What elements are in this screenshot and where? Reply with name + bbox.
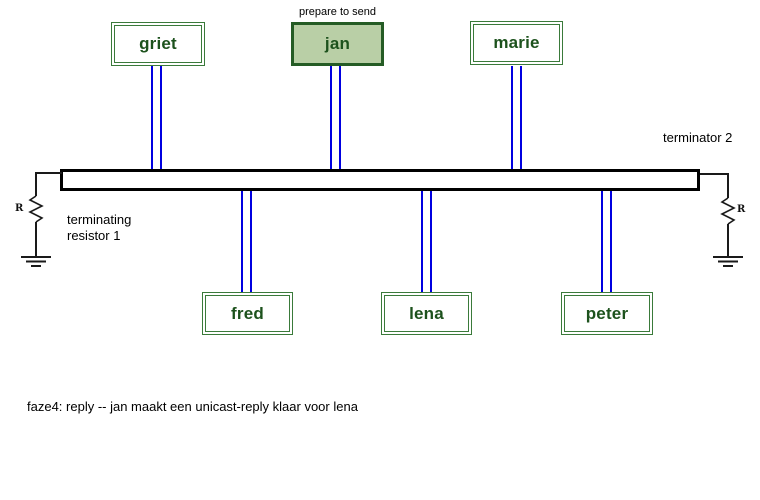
terminating-resistor-1-label: terminating resistor 1 [67,212,131,244]
node-marie: marie [470,21,563,65]
node-lena: lena [381,292,472,335]
prepare-to-send-label: prepare to send [298,6,377,18]
bus-backbone [60,169,700,191]
drop-cable-jan [330,66,341,169]
node-lena-label: lena [409,303,444,323]
node-fred: fred [202,292,293,335]
drop-cable-peter [601,191,612,292]
right-terminator-wires [700,173,729,257]
resistor-r-label-right: R [737,204,746,215]
drop-cable-griet [151,66,162,169]
phase-caption: faze4: reply -- jan maakt een unicast-re… [27,399,358,414]
right-ground-icon [713,256,743,267]
node-griet-label: griet [139,34,177,53]
node-lena-frame: lena [384,295,469,332]
node-fred-label: fred [231,303,264,323]
terminating-resistor-1-label-line2: resistor 1 [67,228,121,243]
node-marie-frame: marie [473,24,560,62]
terminator-2-label: terminator 2 [663,130,733,145]
node-jan-label: jan [324,34,351,53]
right-resistor-icon [720,197,736,225]
resistor-r-label-left: R [15,203,24,214]
left-ground-icon [21,256,51,267]
node-peter: peter [561,292,653,335]
drop-cable-fred [241,191,252,292]
drop-cable-lena [421,191,432,292]
node-jan: jan [291,22,384,66]
node-fred-frame: fred [205,295,290,332]
left-terminator-wires [35,172,62,257]
node-peter-label: peter [585,303,629,323]
node-marie-label: marie [493,33,540,52]
node-peter-frame: peter [564,295,650,332]
node-griet: griet [111,22,205,66]
terminator-2-symbol [700,173,743,267]
node-griet-frame: griet [114,25,202,63]
left-resistor-icon [28,195,44,223]
drop-cable-marie [511,66,522,169]
terminating-resistor-1-label-line1: terminating [67,212,132,227]
terminating-resistor-1-symbol [21,172,62,267]
node-jan-frame: jan [294,25,381,63]
